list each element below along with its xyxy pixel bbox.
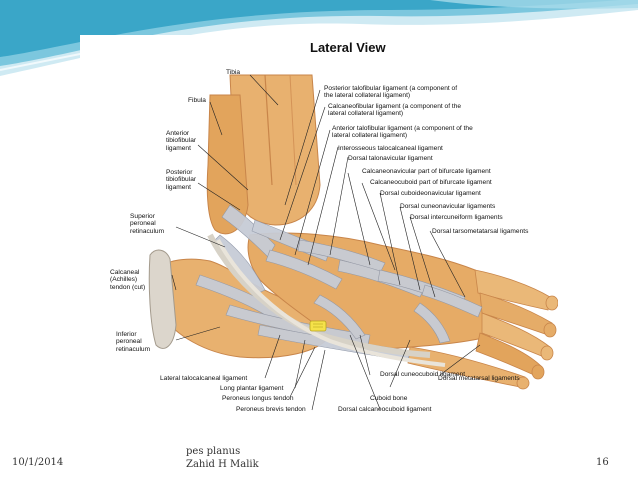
- header-wave-decoration: [0, 0, 638, 76]
- footer-page-number: 16: [596, 457, 609, 468]
- label-dorsal-metatarsal: Dorsal metatarsal ligaments: [438, 375, 520, 382]
- footer-date: 10/1/2014: [12, 457, 64, 468]
- label-interosseous-talocalcaneal: Interosseous talocalcaneal ligament: [338, 145, 443, 152]
- label-peroneus-brevis: Peroneus brevis tendon: [236, 406, 306, 413]
- footer-title-line1: pes planus: [186, 446, 241, 457]
- label-long-plantar: Long plantar ligament: [220, 385, 284, 392]
- label-dorsal-cuboideonavicular: Dorsal cuboideonavicular ligament: [380, 190, 481, 197]
- foot-illustration: [148, 74, 558, 411]
- label-peroneus-longus: Peroneus longus tendon: [222, 395, 294, 402]
- label-calcaneonavicular: Calcaneonavicular part of bifurcate liga…: [362, 168, 491, 175]
- label-posterior-tibiofibular: Posterior tibiofibular ligament: [166, 169, 197, 191]
- label-calcaneal-tendon: Calcaneal (Achilles) tendon (cut): [110, 269, 146, 291]
- label-tibia: Tibia: [226, 69, 241, 76]
- label-dorsal-talonavicular: Dorsal talonavicular ligament: [348, 155, 433, 162]
- footer-title-line2: Zahid H Malik: [186, 459, 259, 470]
- label-lateral-talocalcaneal: Lateral talocalcaneal ligament: [160, 375, 248, 382]
- label-anterior-talofibular: Anterior talofibular ligament (a compone…: [332, 125, 473, 140]
- label-fibula: Fibula: [188, 97, 206, 104]
- highlight-marker: [309, 320, 327, 332]
- label-dorsal-calcaneocuboid: Dorsal calcaneocuboid ligament: [338, 406, 432, 413]
- achilles-tendon: [148, 249, 177, 349]
- label-calcaneocuboid-bifurcate: Calcaneocuboid part of bifurcate ligamen…: [370, 179, 492, 186]
- label-dorsal-intercuneiform: Dorsal intercuneiform ligaments: [410, 214, 503, 221]
- peroneus-brevis-tendon: [216, 239, 446, 367]
- anatomy-figure: Lateral View Tibia Fibula Anterior tibio…: [80, 35, 558, 445]
- label-dorsal-tarsometatarsal: Dorsal tarsometatarsal ligaments: [432, 228, 529, 235]
- label-superior-peroneal-retinaculum: Superior peroneal retinaculum: [130, 213, 165, 235]
- label-dorsal-cuneonavicular: Dorsal cuneonavicular ligaments: [400, 203, 496, 210]
- leader-lines: [171, 74, 481, 411]
- label-cuboid-bone: Cuboid bone: [370, 395, 408, 402]
- label-calcaneofibular: Calcaneofibular ligament (a component of…: [328, 103, 462, 118]
- label-anterior-tibiofibular: Anterior tibiofibular ligament: [166, 130, 197, 152]
- label-posterior-talofibular: Posterior talofibular ligament (a compon…: [324, 85, 458, 100]
- label-inferior-peroneal-retinaculum: Inferior peroneal retinaculum: [116, 331, 151, 353]
- figure-title: Lateral View: [310, 40, 386, 55]
- label-dorsal-cuneocuboid: Dorsal cuneocuboid ligament: [380, 371, 466, 378]
- fibula-bone: [206, 94, 249, 235]
